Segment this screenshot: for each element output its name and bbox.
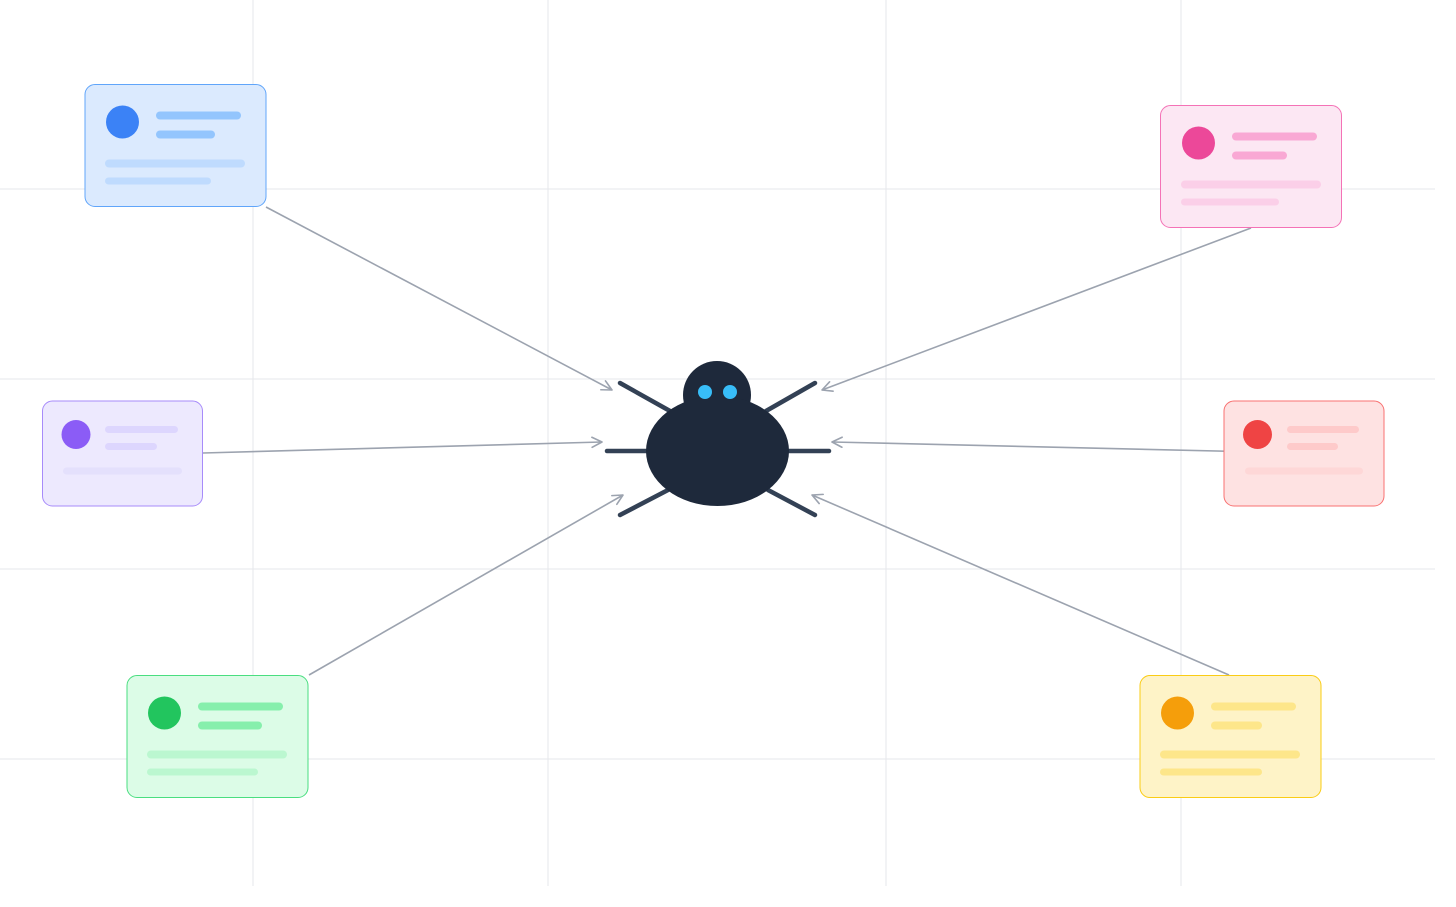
- placeholder-line: [1181, 198, 1279, 206]
- placeholder-line: [156, 130, 215, 139]
- placeholder-line: [105, 177, 211, 185]
- card-middle-left[interactable]: [42, 400, 203, 507]
- card-top-left[interactable]: [84, 84, 267, 207]
- connector-arrow: [265, 206, 613, 391]
- connector-arrow: [308, 494, 624, 676]
- placeholder-line: [1211, 702, 1296, 711]
- avatar: [61, 420, 91, 449]
- avatar: [106, 105, 139, 139]
- card-frame: [1160, 105, 1342, 228]
- placeholder-line: [63, 467, 182, 475]
- placeholder-line: [1232, 132, 1317, 141]
- placeholder-line: [1287, 443, 1338, 450]
- connector-arrow: [202, 436, 603, 454]
- placeholder-line: [147, 768, 258, 776]
- placeholder-line: [198, 702, 283, 711]
- card-bottom-right[interactable]: [1139, 675, 1322, 798]
- avatar: [1161, 696, 1194, 730]
- spider-leg: [765, 487, 818, 518]
- placeholder-line: [105, 443, 157, 450]
- card-middle-right[interactable]: [1223, 400, 1385, 507]
- spider-leg: [617, 487, 671, 518]
- spider-eye: [723, 385, 737, 399]
- avatar: [1243, 420, 1272, 449]
- connector-arrow: [821, 227, 1252, 392]
- placeholder-line: [1160, 750, 1300, 759]
- card-frame: [1139, 675, 1322, 798]
- card-top-right[interactable]: [1160, 105, 1342, 228]
- card-frame: [42, 400, 203, 507]
- spider-eye: [698, 385, 712, 399]
- placeholder-line: [1211, 721, 1262, 730]
- connector-arrow: [811, 493, 1230, 676]
- placeholder-line: [1232, 151, 1287, 160]
- spider-body: [646, 396, 789, 506]
- avatar: [148, 696, 181, 730]
- placeholder-line: [147, 750, 287, 759]
- avatar: [1182, 126, 1215, 160]
- placeholder-line: [1245, 467, 1363, 475]
- card-frame: [1223, 400, 1385, 507]
- spider-icon[interactable]: [604, 361, 832, 518]
- card-bottom-left[interactable]: [126, 675, 309, 798]
- placeholder-line: [1181, 180, 1321, 189]
- placeholder-line: [198, 721, 262, 730]
- placeholder-line: [105, 159, 245, 168]
- spider-leg: [617, 380, 673, 414]
- placeholder-line: [156, 111, 241, 120]
- placeholder-line: [1287, 426, 1359, 433]
- placeholder-line: [105, 426, 178, 433]
- card-frame: [126, 675, 309, 798]
- spider-legs: [604, 380, 832, 518]
- spider-leg: [763, 380, 818, 414]
- card-frame: [84, 84, 267, 207]
- placeholder-line: [1160, 768, 1262, 776]
